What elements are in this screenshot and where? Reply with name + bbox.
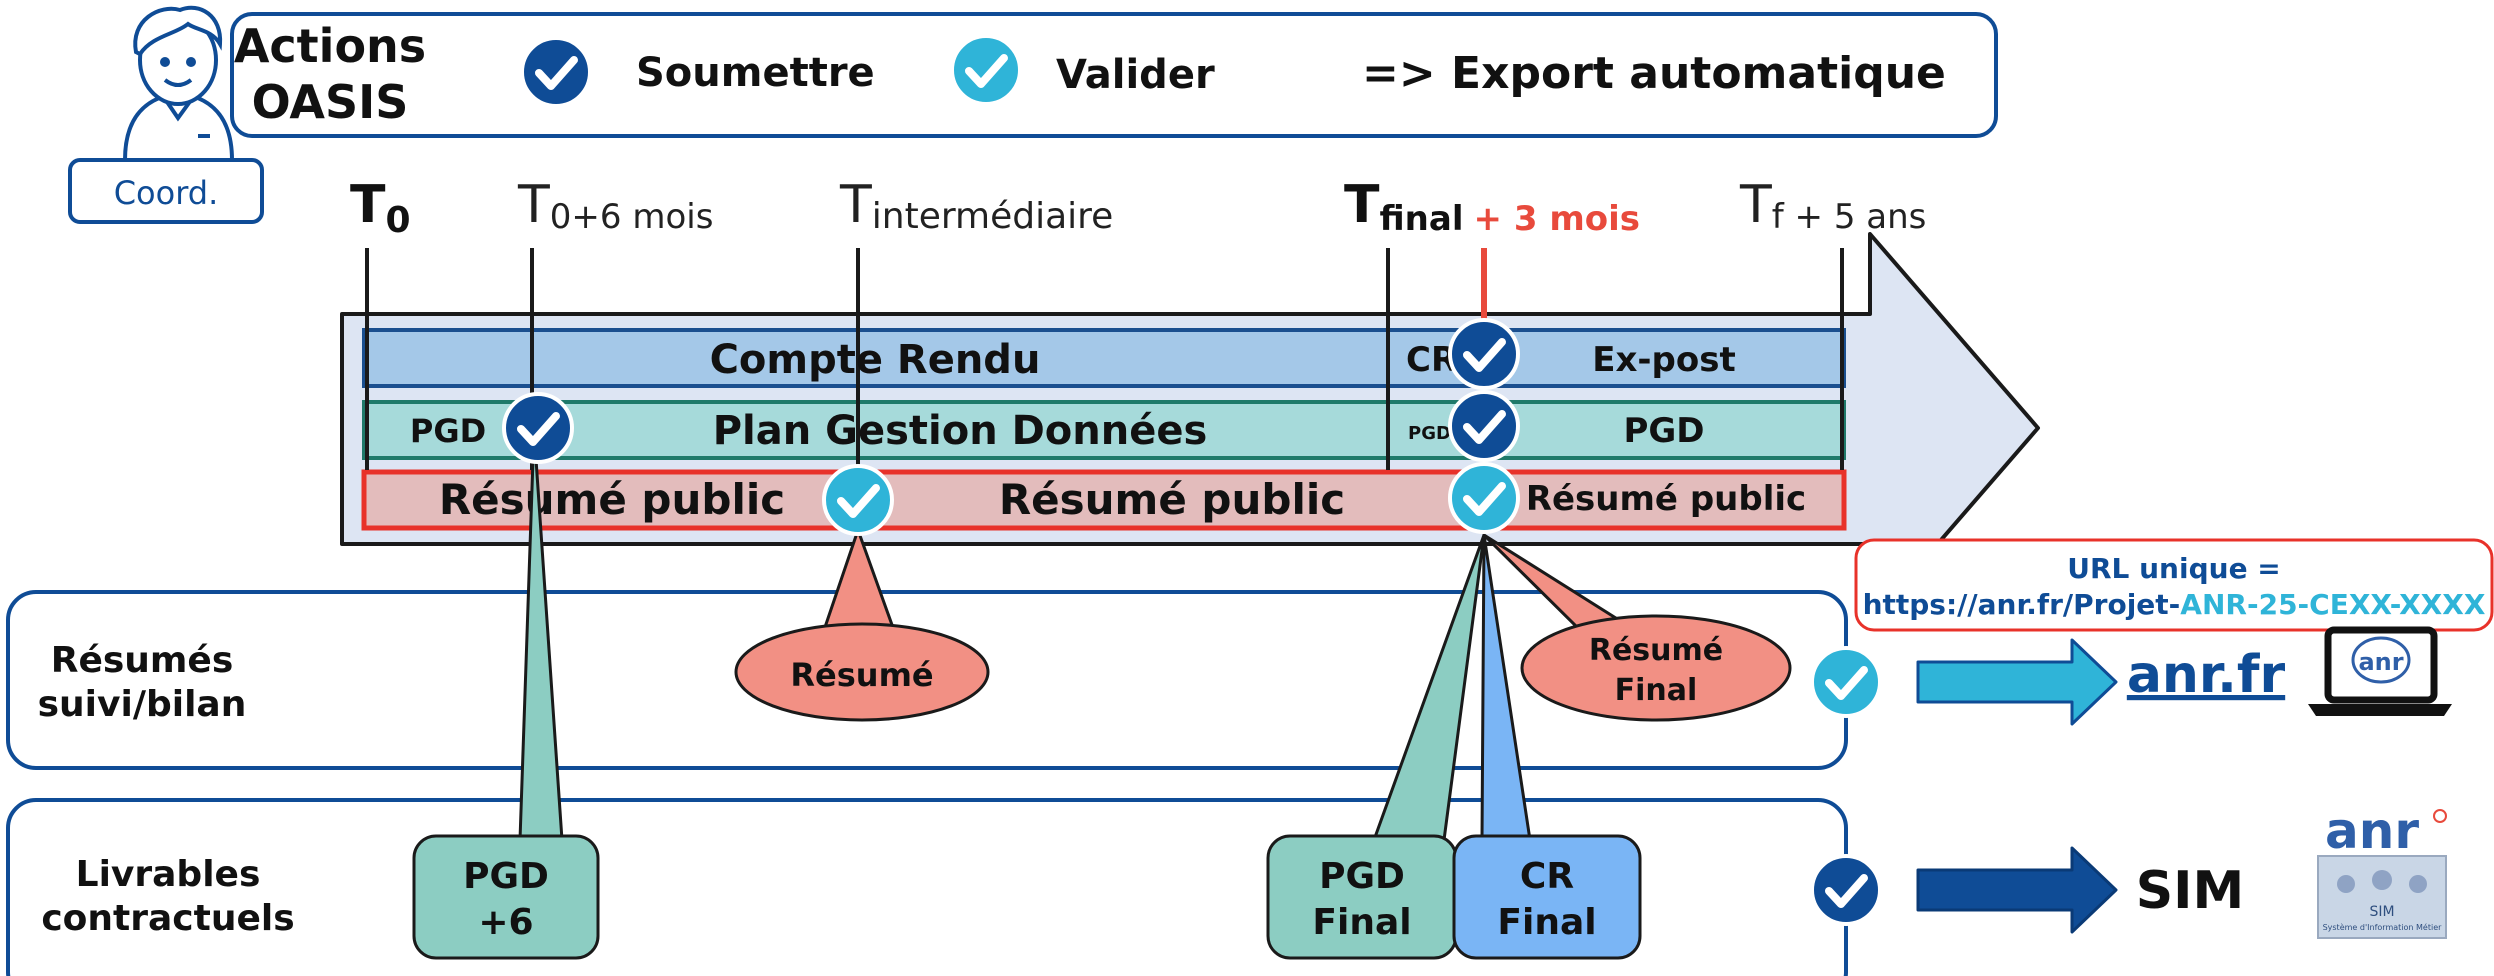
svg-text:Tintermédiaire: Tintermédiaire: [839, 175, 1113, 237]
anr-website-link[interactable]: anr.fr: [2127, 645, 2286, 705]
milestone-t0: T0: [350, 175, 411, 241]
pgd6-submit-check-icon: [504, 394, 572, 462]
cr-expost-label: Ex-post: [1592, 340, 1735, 380]
pgd6-label-line2: +6: [478, 902, 533, 943]
legend-validate-check-icon: [952, 36, 1020, 104]
pgd-right-label: PGD: [1623, 411, 1704, 451]
lane-suivi-line1: Résumés: [51, 640, 234, 681]
pgd-final-submit-check-icon: [1450, 392, 1518, 460]
anr-export-arrow: [1916, 638, 2118, 726]
resume-bubble: [734, 622, 990, 722]
sim-export-arrow: [1916, 846, 2118, 934]
header-box: [230, 12, 1998, 138]
resume-mid-label: Résumé public: [999, 475, 1345, 524]
lane-suivi-line2: suivi/bilan: [38, 684, 247, 725]
pgd-start-label: PGD: [410, 412, 486, 450]
export-label: => Export automatique: [1362, 48, 1946, 99]
pgd-final-line2: Final: [1312, 902, 1411, 943]
sim-label: SIM: [2136, 861, 2245, 921]
header-title-line2: OASIS: [252, 75, 409, 129]
svg-text:anr: anr: [2358, 648, 2403, 676]
resume-final-bubble: [1520, 614, 1792, 722]
svg-text:Tfinal+ 3 mois: Tfinal+ 3 mois: [1344, 175, 1640, 239]
resume-bar: [361, 469, 1847, 531]
pgd-bar-label: Plan Gestion Données: [713, 408, 1208, 454]
resume-bubble-label: Résumé: [790, 656, 933, 694]
svg-text:Système d'Information Métier: Système d'Information Métier: [2323, 922, 2443, 932]
cr-final-box: [1452, 834, 1642, 960]
milestone-t6: T0+6 mois: [517, 175, 713, 237]
header-title-line1: Actions: [234, 19, 426, 73]
resume-final-line2: Final: [1615, 673, 1698, 708]
role-badge: [68, 158, 264, 224]
cr-bar-label: Compte Rendu: [710, 337, 1041, 383]
svg-text:Tf + 5 ans: Tf + 5 ans: [1739, 175, 1926, 237]
cr-final-pointer: [1480, 533, 1532, 842]
pgd-final-pointer: [1372, 533, 1486, 842]
cr-final-line2: Final: [1497, 902, 1596, 943]
resume-intermediate-check-icon: [824, 466, 892, 534]
milestone-intermediate: Tintermédiaire: [839, 175, 1113, 237]
laptop-icon: anr: [2308, 626, 2452, 716]
url-box: [1854, 538, 2494, 632]
cr-final-line1: CR: [1520, 856, 1574, 897]
cr-final-submit-check-icon: [1450, 320, 1518, 388]
resume-right-label: Résumé public: [1526, 479, 1806, 519]
resume-final-validate-check-icon: [1450, 464, 1518, 532]
lane-livrables-line2: contractuels: [41, 898, 294, 939]
svg-text:SIM: SIM: [2369, 904, 2394, 920]
legend-validate-label: Valider: [1056, 52, 1215, 98]
svg-text:T0+6 mois: T0+6 mois: [517, 175, 713, 237]
pgd-short-label: PGD: [1408, 423, 1451, 444]
role-label: Coord.: [114, 174, 219, 212]
resume-left-label: Résumé public: [439, 475, 785, 524]
coordinator-avatar-icon: [123, 5, 234, 161]
svg-text:T0: T0: [350, 175, 411, 241]
pgd6-box: [412, 834, 600, 960]
anr-validate-check-icon: [1812, 648, 1880, 716]
url-line2: https://anr.fr/Projet-ANR-25-CEXX-XXXX: [1863, 588, 2486, 621]
svg-text:anr: anr: [2325, 802, 2419, 860]
legend-submit-check-icon: [522, 38, 590, 106]
pgd-final-line1: PGD: [1319, 856, 1405, 897]
milestone-final: Tfinal+ 3 mois: [1344, 175, 1640, 239]
legend-submit-label: Soumettre: [636, 50, 875, 96]
milestone-t5ans: Tf + 5 ans: [1739, 175, 1926, 237]
sim-submit-check-icon: [1812, 856, 1880, 924]
lane-livrables-line1: Livrables: [76, 854, 261, 895]
pgd-bar: [362, 400, 1846, 460]
cr-bar: [362, 328, 1846, 388]
url-line1: URL unique =: [2067, 552, 2281, 585]
pgd6-label-line1: PGD: [463, 856, 549, 897]
anr-sim-logo: anr SIM Système d'Information Métier: [2317, 802, 2447, 939]
resume-final-line1: Résumé: [1589, 633, 1723, 668]
